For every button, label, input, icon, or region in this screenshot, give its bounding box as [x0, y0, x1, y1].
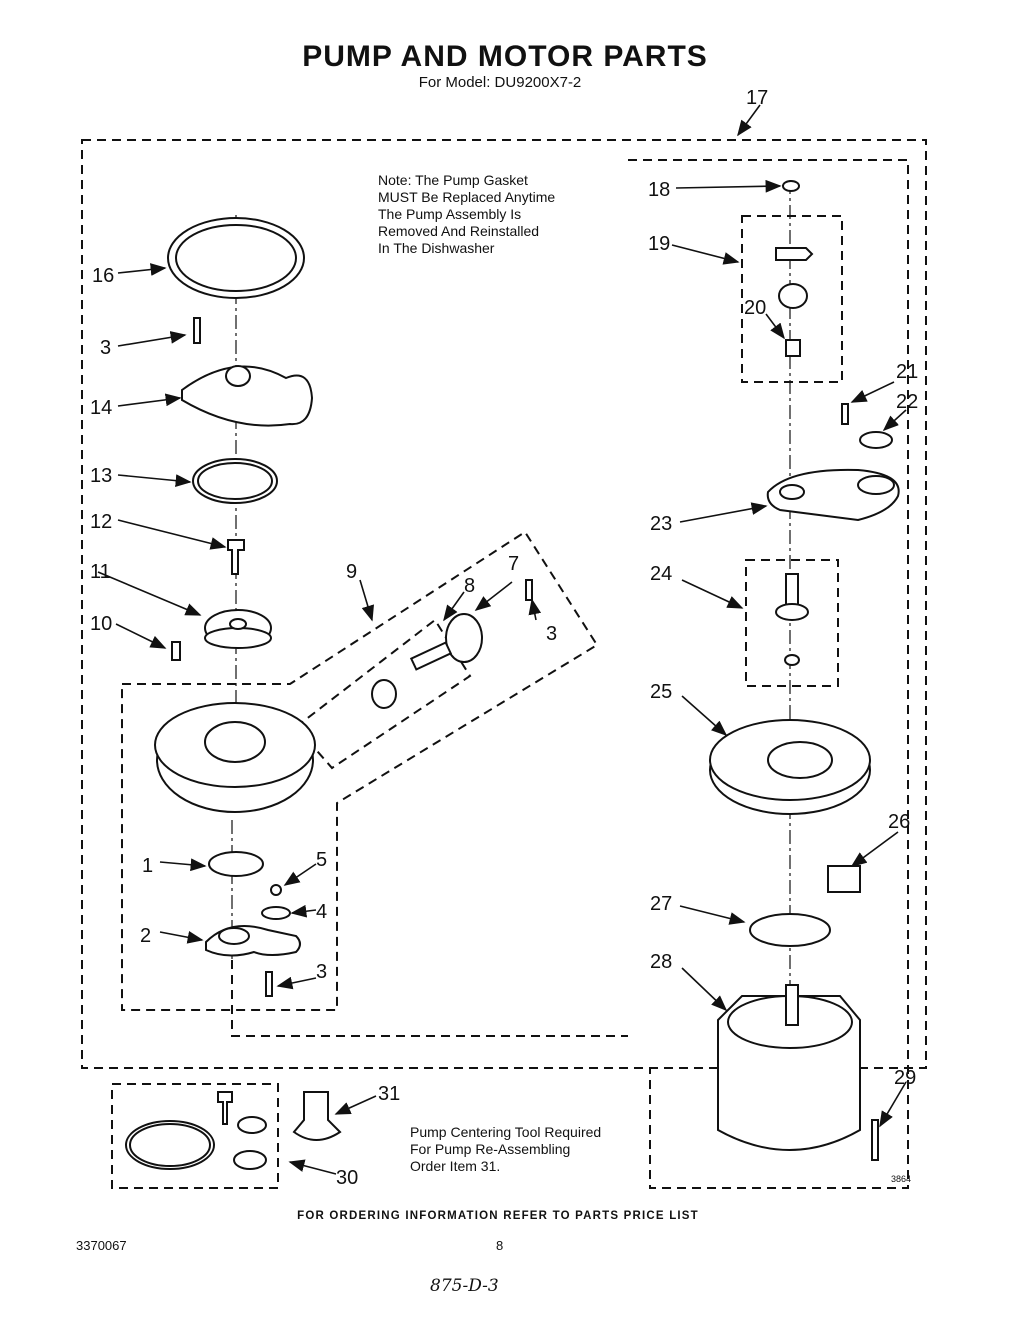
- callout-8: 8: [464, 575, 475, 597]
- page-number: 8: [496, 1238, 504, 1253]
- assembly-17-boundary: [81, 139, 927, 1069]
- disc-27: [749, 913, 831, 947]
- ordering-info-note: FOR ORDERING INFORMATION REFER TO PARTS …: [297, 1210, 699, 1222]
- callout-4: 4: [316, 901, 327, 923]
- motor-section-boundary: [628, 159, 909, 1189]
- screw-3-top: [193, 317, 201, 344]
- screw-10: [171, 641, 181, 661]
- inner-box-8: [294, 618, 472, 770]
- connector-26: [827, 865, 861, 893]
- spring-19: [778, 283, 808, 309]
- ball-5: [270, 884, 282, 896]
- spring-8: [409, 641, 453, 671]
- cover-plate-14: [181, 365, 314, 427]
- callout-21: 21: [896, 361, 918, 383]
- callout-30: 30: [336, 1167, 358, 1189]
- plunger-8: [371, 679, 397, 709]
- centering-tool-note: Pump Centering Tool Required For Pump Re…: [410, 1124, 602, 1174]
- diagram-code: 3864: [891, 1174, 912, 1184]
- callout-19: 19: [648, 233, 670, 255]
- callout-3c: 3: [316, 961, 327, 983]
- grommet-22: [859, 431, 893, 449]
- callout-12: 12: [90, 511, 112, 533]
- callout-22: 22: [896, 391, 918, 413]
- clip-19: [775, 247, 814, 261]
- screw-29: [871, 1119, 879, 1161]
- callout-25: 25: [650, 681, 672, 703]
- callout-10: 10: [90, 613, 112, 635]
- page-title: PUMP AND MOTOR PARTS: [302, 40, 708, 73]
- callout-11: 11: [90, 561, 111, 583]
- callout-9: 9: [346, 561, 357, 583]
- callout-23: 23: [650, 513, 672, 535]
- callout-14: 14: [90, 397, 112, 419]
- callout-2: 2: [140, 925, 151, 947]
- screw-21: [841, 403, 849, 425]
- callout-17: 17: [746, 87, 768, 109]
- pump-housing-boundary: [121, 530, 599, 1011]
- callout-18: 18: [648, 179, 670, 201]
- document-number: 3370067: [76, 1238, 127, 1253]
- callout-3: 3: [100, 337, 111, 359]
- handwritten-code: 875-D-3: [430, 1276, 499, 1296]
- box-24: [745, 559, 839, 687]
- valve-body-7: [445, 613, 483, 663]
- callout-1: 1: [142, 855, 153, 877]
- model-subtitle: For Model: DU9200X7-2: [418, 74, 582, 91]
- callout-3b: 3: [546, 623, 557, 645]
- gasket-note: Note: The Pump Gasket MUST Be Replaced A…: [378, 172, 556, 256]
- box-19: [741, 215, 843, 383]
- callout-29: 29: [894, 1067, 916, 1089]
- callout-26: 26: [888, 811, 910, 833]
- callout-20: 20: [744, 297, 766, 319]
- screw-3-bottom: [265, 971, 273, 997]
- filter-disc-1: [208, 851, 264, 877]
- centering-tool-31: [292, 1091, 342, 1141]
- kit-box-30: [111, 1083, 279, 1189]
- callout-31: 31: [378, 1083, 400, 1105]
- callout-27: 27: [650, 893, 672, 915]
- callout-5: 5: [316, 849, 327, 871]
- callout-28: 28: [650, 951, 672, 973]
- callout-24: 24: [650, 563, 672, 585]
- callout-7: 7: [508, 553, 519, 575]
- callout-13: 13: [90, 465, 112, 487]
- washer-18: [782, 180, 800, 192]
- bushing-20: [785, 339, 801, 357]
- bolt-12: [227, 539, 245, 575]
- callout-16: 16: [92, 265, 114, 287]
- o-ring-4: [261, 906, 291, 920]
- manifold-2: [205, 925, 301, 957]
